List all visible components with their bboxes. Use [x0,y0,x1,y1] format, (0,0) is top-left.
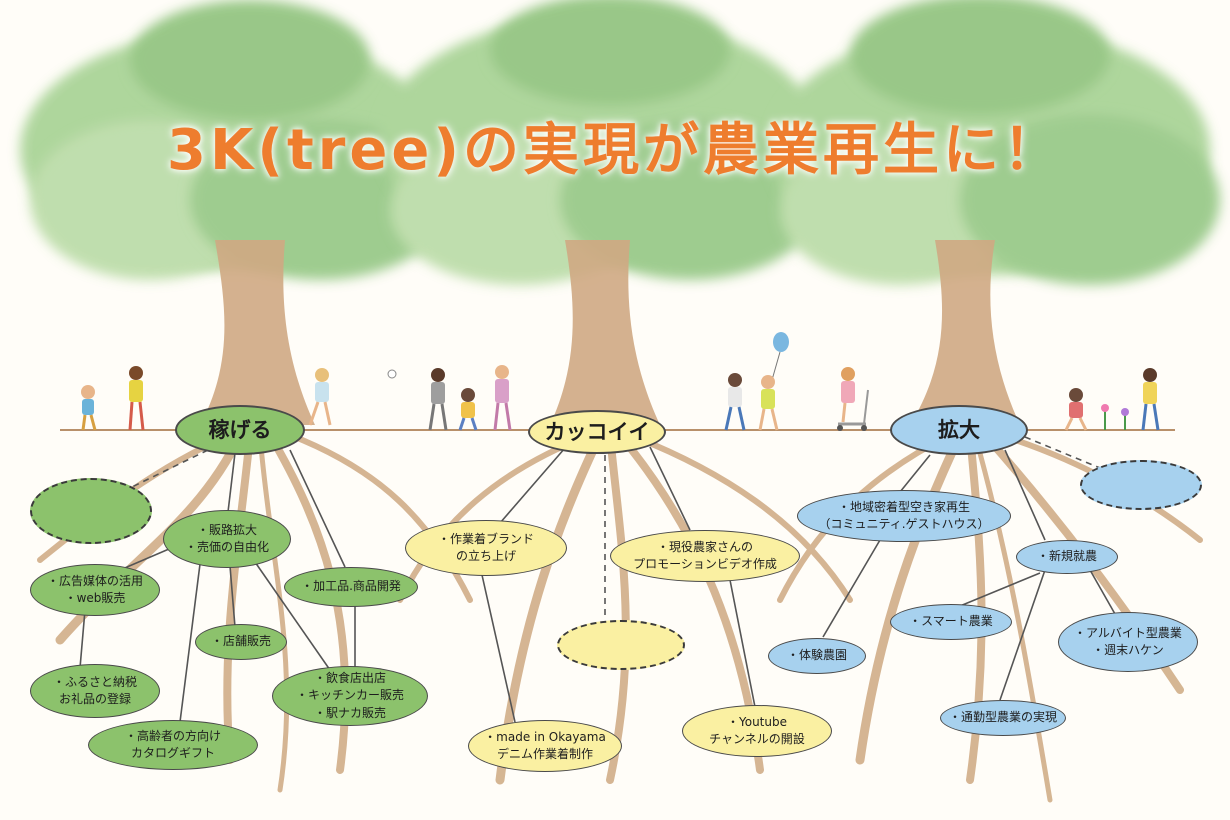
blank-yellow-node [557,620,685,670]
promo-video-node: ・現役農家さんの プロモーションビデオ作成 [610,530,800,582]
blank-green-node [30,478,152,544]
restaurant-line-1: ・飲食店出店 [313,670,386,685]
workwear-brand-node: ・作業着ブランド の立ち上げ [405,520,567,576]
elderly-gift-node: ・高齢者の方向け カタログギフト [88,720,258,770]
workwear-brand-line-2: の立ち上げ [455,549,516,563]
connector-lines [79,436,1116,723]
restaurant-line-3: ・駅ナカ販売 [313,705,386,720]
part-time-farming-line-2: ・週末ハケン [1092,643,1164,657]
child-figure-icon [458,388,478,431]
baseball-icon [387,369,397,379]
children-figures [81,332,1160,431]
diagram-title: 3K(tree)の実現が農業再生に！ [167,118,1063,183]
shop-sales-line-1: ・店舗販売 [210,634,271,649]
processed-goods-node: ・加工品.商品開発 [284,567,418,607]
child-figure-icon [1141,368,1160,431]
sales-channel-node: ・販路拡大 ・売価の自由化 [163,510,291,568]
root-kakudai-label: 拡大 [938,417,980,442]
furusato-tax-node: ・ふるさと納税 お礼品の登録 [30,664,160,718]
sales-channel-line-2: ・売価の自由化 [184,540,269,554]
elderly-gift-line-2: カタログギフト [130,746,215,760]
promo-video-line-1: ・現役農家さんの [656,539,753,554]
balloon-icon [773,332,789,352]
denim-workwear-line-1: ・made in Okayama [484,729,606,744]
vacant-house-line-1: ・地域密着型空き家再生 [837,499,970,514]
restaurant-line-2: ・キッチンカー販売 [295,688,404,703]
sales-channel-line-1: ・販路拡大 [196,522,257,537]
child-figure-icon [758,375,779,431]
youtube-channel-node: ・Youtube チャンネルの開設 [682,705,832,757]
child-figure-icon [724,373,746,431]
youtube-channel-line-2: チャンネルの開設 [709,732,805,746]
processed-goods-line-1: ・加工品.商品開発 [301,579,401,594]
ad-media-line-1: ・広告媒体の活用 [46,573,143,588]
root-kakkoii-node: カッコイイ [528,410,666,454]
vacant-house-line-2: （コミュニティ.ゲストハウス） [818,517,990,531]
denim-workwear-line-2: デニム作業着制作 [496,747,593,761]
root-kasegeru-node: 稼げる [175,405,305,455]
ad-media-line-2: ・web販売 [64,591,126,605]
restaurant-node: ・飲食店出店 ・キッチンカー販売 ・駅ナカ販売 [272,666,428,726]
child-figure-icon [308,368,332,426]
root-kakudai-node: 拡大 [890,405,1028,455]
workwear-brand-line-1: ・作業着ブランド [437,531,534,546]
youtube-channel-line-1: ・Youtube [727,714,787,729]
tree-trunks [200,240,1020,425]
scooter-icon [837,367,869,431]
child-figure-icon [1064,388,1088,431]
flower-icon [1101,404,1129,430]
part-time-farming-node: ・アルバイト型農業 ・週末ハケン [1058,612,1198,672]
child-figure-icon [493,365,512,431]
furusato-tax-line-2: お礼品の登録 [58,692,131,706]
promo-video-line-2: プロモーションビデオ作成 [633,557,777,571]
root-kasegeru-label: 稼げる [208,417,272,442]
child-figure-icon [81,385,97,431]
smart-farming-node: ・スマート農業 [890,604,1012,640]
denim-workwear-node: ・made in Okayama デニム作業着制作 [468,720,622,772]
blank-blue-node [1080,460,1202,510]
experience-farm-line-1: ・体験農園 [786,648,847,663]
root-kakkoii-label: カッコイイ [544,419,650,444]
child-figure-icon [128,366,145,431]
new-farming-line-1: ・新規就農 [1036,549,1097,564]
furusato-tax-line-1: ・ふるさと納税 [52,674,137,689]
part-time-farming-line-1: ・アルバイト型農業 [1074,625,1182,640]
commute-farming-line-1: ・通勤型農業の実現 [948,710,1057,725]
child-figure-icon [428,368,448,431]
vacant-house-node: ・地域密着型空き家再生 （コミュニティ.ゲストハウス） [797,490,1011,542]
ad-media-node: ・広告媒体の活用 ・web販売 [30,564,160,616]
commute-farming-node: ・通勤型農業の実現 [940,700,1066,736]
new-farming-node: ・新規就農 [1016,540,1118,574]
smart-farming-line-1: ・スマート農業 [909,614,993,629]
shop-sales-node: ・店舗販売 [195,624,287,660]
experience-farm-node: ・体験農園 [768,638,866,674]
elderly-gift-line-1: ・高齢者の方向け [124,728,221,743]
